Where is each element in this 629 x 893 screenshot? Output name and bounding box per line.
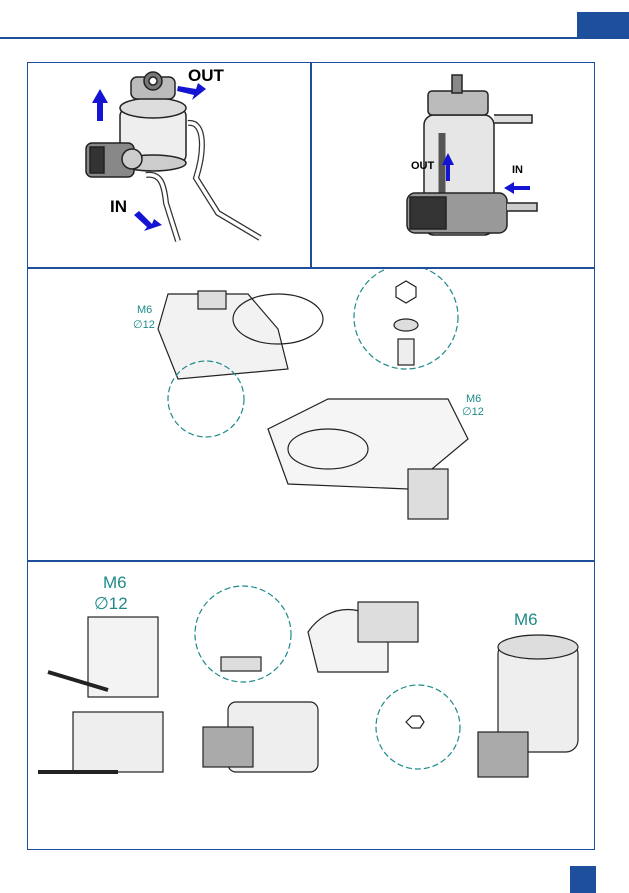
base-mounting-illustration [28, 269, 594, 559]
bolt-size-label-2: M6 [466, 393, 481, 405]
out-label: OUT [188, 66, 224, 86]
bolt-size-label: M6 [137, 304, 152, 316]
bolt-size-label-3: M6 [103, 573, 127, 593]
header-rule [0, 37, 629, 39]
pump-hose-illustration [28, 63, 310, 267]
page-number-tab [570, 866, 596, 893]
nut-size-label: M6 [514, 610, 538, 630]
diameter-label-2: ∅12 [462, 405, 484, 418]
diameter-label-3: ∅12 [94, 594, 128, 614]
header-tab [577, 12, 629, 38]
out-label-2: OUT [411, 160, 434, 172]
diameter-label: ∅12 [133, 318, 155, 331]
in-label: IN [110, 197, 127, 217]
in-label-2: IN [512, 164, 523, 176]
pump-front-illustration [312, 63, 594, 267]
